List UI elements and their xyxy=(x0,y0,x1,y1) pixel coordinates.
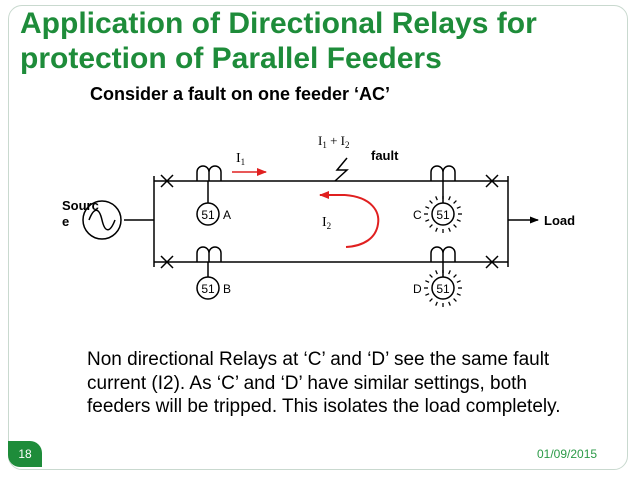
current-i2-loop xyxy=(344,194,380,248)
relay-a-label: A xyxy=(223,208,231,222)
relay-d-trip-rays xyxy=(424,270,462,307)
fault-lightning-icon xyxy=(334,157,349,182)
relay-d-code: 51 xyxy=(436,282,450,296)
source-label-line1: Sourc xyxy=(62,198,99,213)
slide-frame xyxy=(8,5,628,470)
load-label: Load xyxy=(544,213,575,228)
ct-d-icon xyxy=(430,246,456,262)
relay-c-trip-rays xyxy=(424,196,462,233)
fault-label: fault xyxy=(371,148,399,163)
relay-d-label: D xyxy=(413,282,422,296)
relay-c-code: 51 xyxy=(436,208,450,222)
slide-date: 01/09/2015 xyxy=(537,447,598,461)
ct-b-icon xyxy=(196,246,222,262)
relay-b: 51 B xyxy=(196,276,231,300)
relay-a: 51 A xyxy=(196,202,231,226)
breaker-b-icon xyxy=(160,255,174,269)
slide-body-text: Non directional Relays at ‘C’ and ‘D’ se… xyxy=(87,349,561,417)
current-transformers xyxy=(196,165,456,277)
relay-a-circle xyxy=(196,202,220,226)
relay-d: 51 D xyxy=(413,270,462,307)
slide-title: Application of Directional Relays for pr… xyxy=(20,7,537,75)
sine-wave-icon xyxy=(88,209,116,231)
current-i1-label: I1 xyxy=(236,151,245,167)
ct-a-icon xyxy=(196,165,222,181)
ct-c-icon xyxy=(430,165,456,181)
relay-b-label: B xyxy=(223,282,231,296)
page-number-badge: 18 xyxy=(8,441,42,467)
slide-subtitle: Consider a fault on one feeder ‘AC’ xyxy=(90,84,391,104)
relay-c: 51 C xyxy=(413,196,462,233)
source-label-line2: e xyxy=(62,214,69,229)
source-circle xyxy=(82,200,122,240)
relay-c-label: C xyxy=(413,208,422,222)
source-symbol xyxy=(82,200,154,240)
fault-current-label: I1 + I2 xyxy=(318,133,350,150)
relay-b-code: 51 xyxy=(201,282,215,296)
breaker-a-icon xyxy=(160,174,174,188)
breakers xyxy=(160,174,499,269)
relay-b-circle xyxy=(196,276,220,300)
relay-d-circle xyxy=(431,276,455,300)
breaker-d-icon xyxy=(485,255,499,269)
relay-c-circle xyxy=(431,202,455,226)
breaker-c-icon xyxy=(485,174,499,188)
current-i2-label: I2 xyxy=(322,215,331,231)
relay-a-code: 51 xyxy=(201,208,215,222)
